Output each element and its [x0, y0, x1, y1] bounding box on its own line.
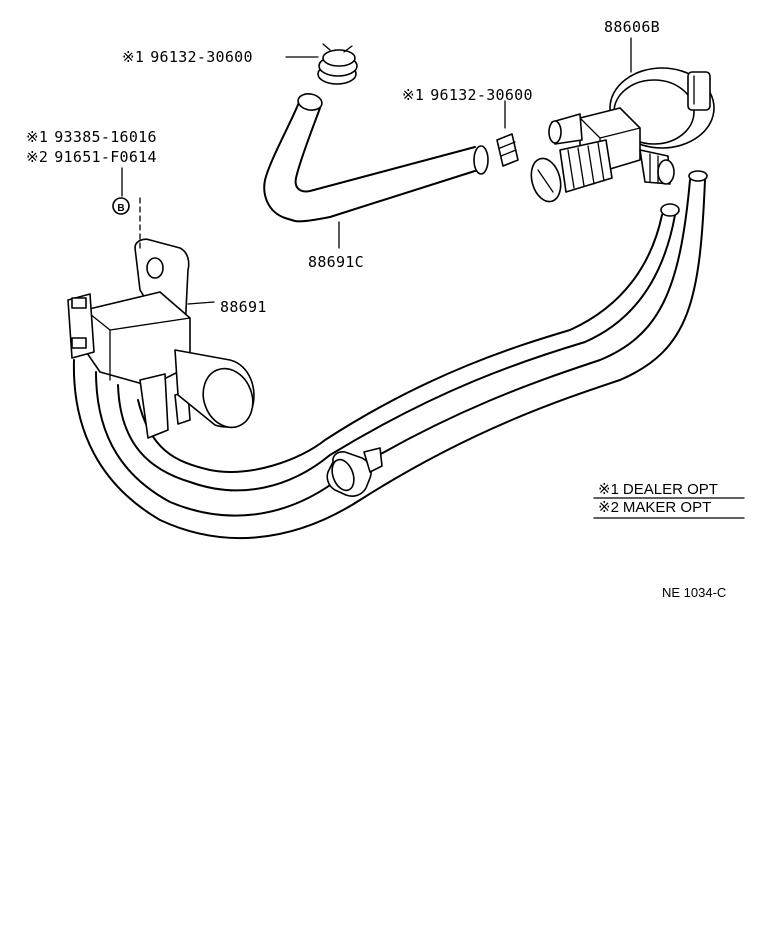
hose-joint: [326, 447, 383, 497]
leader-lines: [187, 37, 632, 305]
spring-clamp-right: [496, 133, 519, 167]
upper-hose-label: 88691C: [308, 253, 364, 271]
lower-hose: [72, 170, 708, 540]
vsv-label: 88691: [220, 298, 267, 316]
modulator-label: 88606B: [604, 18, 660, 36]
vacuum-switching-valve: [67, 238, 255, 439]
bolt-reference: B: [112, 167, 141, 251]
bolt-marker-letter: B: [117, 203, 124, 214]
upper-hose: [263, 93, 489, 223]
figure-code: NE 1034-C: [662, 585, 726, 600]
spring-clamp-top: [317, 43, 358, 85]
vacuum-modulator: [530, 67, 715, 203]
